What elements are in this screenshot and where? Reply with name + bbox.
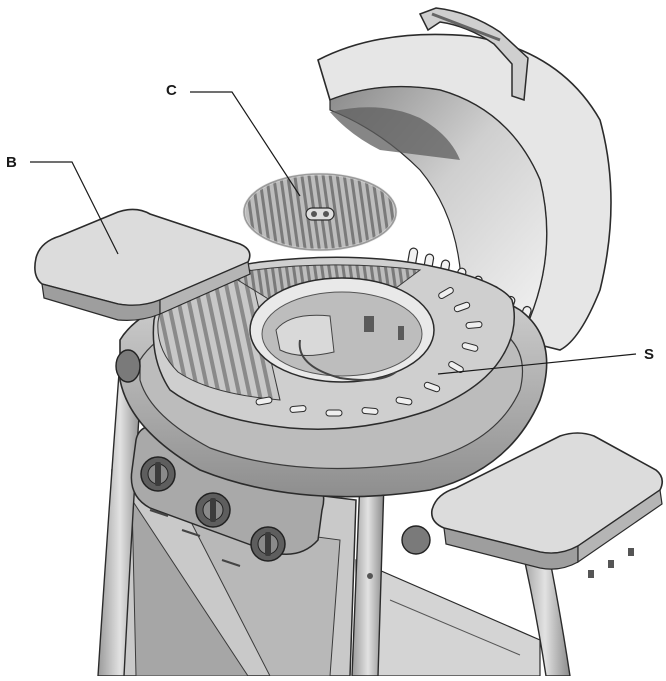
leg-bolt xyxy=(367,573,373,579)
control-knob xyxy=(195,492,231,528)
callout-label-c: C xyxy=(166,82,177,99)
cooking-grate-s xyxy=(152,256,515,430)
leader-line-b xyxy=(30,161,119,255)
side-grip xyxy=(401,525,431,555)
leader-line-s xyxy=(437,353,637,375)
control-knob xyxy=(250,526,286,562)
round-grate-c xyxy=(242,172,398,252)
leader-line-c xyxy=(190,91,301,197)
side-table-b xyxy=(34,208,251,321)
lid-handle xyxy=(418,7,529,102)
control-knob xyxy=(140,456,176,492)
side-grip xyxy=(115,349,141,383)
grate-handle xyxy=(305,207,335,221)
grill-lid xyxy=(317,7,612,351)
callout-label-b: B xyxy=(6,154,17,171)
callout-label-s: S xyxy=(644,346,655,363)
callout-leaders xyxy=(30,91,637,375)
side-table-right xyxy=(401,432,664,578)
